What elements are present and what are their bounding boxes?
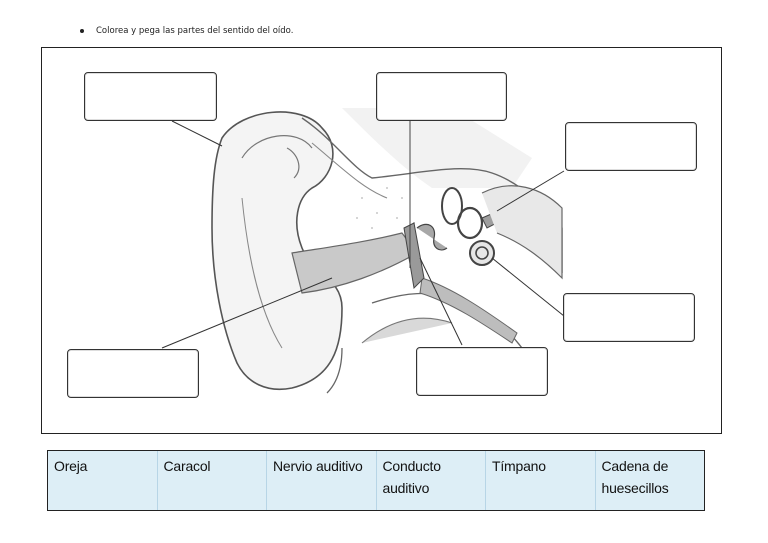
label-box-lower-left[interactable] [67, 349, 199, 398]
label-box-upper-middle[interactable] [376, 72, 507, 121]
table-cell[interactable]: Nervio auditivo [267, 451, 377, 510]
bullet-icon [80, 29, 84, 33]
instruction-line: Colorea y pega las partes del sentido de… [80, 26, 293, 36]
label-box-lower-right[interactable] [563, 293, 695, 342]
label-box-lower-middle[interactable] [416, 347, 548, 396]
table-cell[interactable]: Oreja [48, 451, 158, 510]
table-cell[interactable]: Tímpano [486, 451, 596, 510]
table-cell[interactable]: Conducto auditivo [377, 451, 486, 510]
table-cell[interactable]: Cadena de huesecillos [601, 458, 669, 496]
table-cell[interactable]: Caracol [158, 451, 267, 510]
label-box-pinna[interactable] [84, 72, 217, 121]
ear-diagram-frame [41, 47, 722, 434]
instruction-text: Colorea y pega las partes del sentido de… [96, 26, 294, 36]
ear-parts-table: Oreja Caracol Nervio auditivo Conducto a… [47, 450, 705, 511]
label-box-upper-right[interactable] [565, 122, 697, 171]
ear-anatomy-illustration [161, 108, 565, 394]
